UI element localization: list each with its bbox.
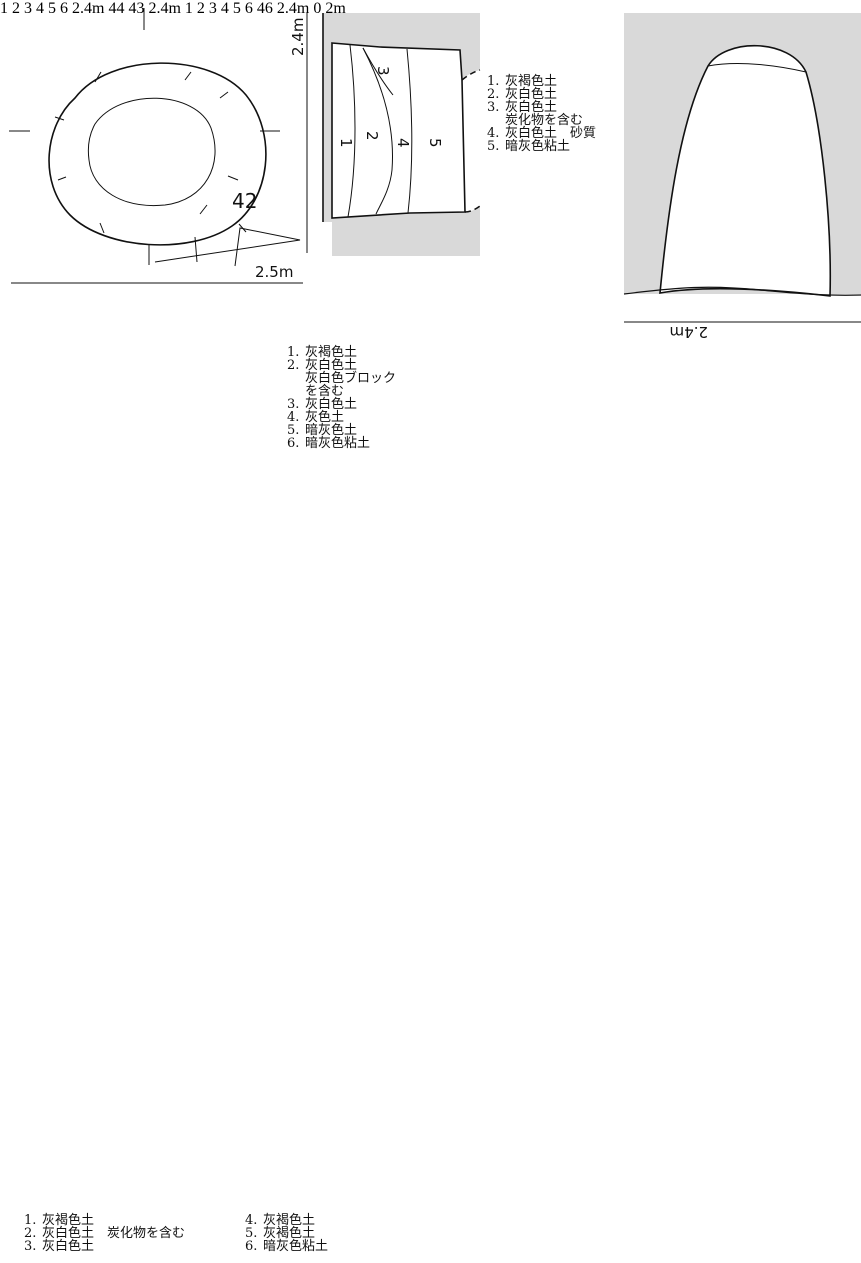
legend-item-number: 4.: [287, 410, 300, 425]
legend-item-number: 2.: [24, 1226, 37, 1241]
feature-43-number: 43: [128, 0, 145, 17]
legend-item-text: 灰褐色土: [263, 1213, 316, 1228]
legend-item: 2. 灰白色土 炭化物を含む: [24, 1227, 185, 1240]
feature-43-layer-1: 1: [184, 0, 193, 17]
feature-42-plan-scale: 2.5m: [255, 263, 293, 281]
legend-item-text: 灰褐色土: [42, 1213, 95, 1228]
legend-item-text: 灰褐色土: [263, 1226, 316, 1241]
legend-item-number: 3.: [24, 1239, 37, 1254]
legend-item-text: 暗灰色土: [305, 423, 358, 438]
legend-item-text: 灰褐色土: [505, 74, 558, 89]
feature-42-section-scale: 2.4m: [289, 18, 307, 56]
legend-item-number: 6.: [287, 436, 300, 451]
feature-44-layer-6: 6: [60, 0, 68, 17]
legend-item-number: 5.: [245, 1226, 258, 1241]
legend-item-number: 1.: [24, 1213, 37, 1228]
legend-item-text: 暗灰色粘土: [505, 139, 571, 154]
feature-44-section: 1 2 3 4 5 6 2.4m: [0, 0, 108, 17]
legend-item-text: 灰白色土: [305, 397, 358, 412]
legend-item: 3. 灰白色土: [487, 101, 596, 114]
legend-item: 1. 灰褐色土: [487, 75, 596, 88]
feature-43-layer-2: 2: [196, 0, 205, 17]
legend-item-number: 5.: [287, 423, 300, 438]
legend-item: 3. 灰白色土: [24, 1240, 185, 1253]
feature-44-layer-3: 3: [24, 0, 32, 17]
feature-43-layer-5: 5: [232, 0, 241, 17]
scale-bar: 0 2m: [313, 0, 345, 17]
feature-44-layer-2: 2: [12, 0, 20, 17]
legend-item-text: 灰褐色土: [305, 345, 358, 360]
legend-item-number: 2.: [487, 87, 500, 102]
feature-42-plan: [9, 8, 301, 267]
legend-item-number: 6.: [245, 1239, 258, 1254]
legend-item-number: 1.: [487, 74, 500, 89]
feature-43-layer-6: 6: [244, 0, 253, 17]
legend-item-text: 炭化物を含む: [505, 113, 584, 128]
legend-item: 1. 灰褐色土: [24, 1214, 185, 1227]
feature-42-section: 1 2 3 4 5 2.4m: [289, 13, 481, 256]
legend-item-text: 暗灰色粘土: [305, 436, 371, 451]
legend-item-text: 灰白色土: [305, 358, 358, 373]
feature-43-section: 2.4m 1 2 3 4 5 6: [148, 0, 256, 17]
feature-43-layer-3: 3: [208, 0, 217, 17]
legend-item-number: 3.: [287, 397, 300, 412]
legend-item: 4. 灰褐色土: [245, 1214, 328, 1227]
feature-43-legend-right: 4. 灰褐色土 5. 灰褐色土 6. 暗灰色粘土: [245, 1214, 328, 1253]
feature-44-layer-5: 5: [48, 0, 56, 17]
legend-item-text: 灰白色土 炭化物を含む: [42, 1226, 186, 1241]
feature-42-layer-5: 5: [426, 138, 444, 148]
legend-item-text: 灰白色ブロック: [305, 371, 397, 386]
legend-item: 2. 灰白色土: [487, 88, 596, 101]
legend-item: 2. 灰白色土: [287, 359, 396, 372]
feature-44-layer-4: 4: [36, 0, 44, 17]
legend-item-text: 灰色土: [305, 410, 345, 425]
legend-item-number: 5.: [487, 139, 500, 154]
feature-42-layer-4: 4: [394, 138, 412, 148]
feature-44-layer-1: 1: [0, 0, 8, 17]
legend-item-number: 4.: [487, 126, 500, 141]
feature-42-profile: 2.4m: [623, 13, 861, 341]
legend-item: 1. 灰褐色土: [287, 346, 396, 359]
legend-item: 5. 灰褐色土: [245, 1227, 328, 1240]
feature-44-number: 44: [108, 0, 125, 17]
legend-item-number: 2.: [287, 358, 300, 373]
scale-bar-start-label: 0: [313, 0, 322, 17]
legend-item-number: 1.: [287, 345, 300, 360]
legend-item-text: 灰白色土: [505, 100, 558, 115]
legend-item: 炭化物を含む: [487, 114, 596, 127]
feature-43-layer-4: 4: [220, 0, 229, 17]
legend-item: 3. 灰白色土: [287, 398, 396, 411]
legend-item: 6. 暗灰色粘土: [245, 1240, 328, 1253]
legend-item-text: 灰白色土: [42, 1239, 95, 1254]
legend-item-text: 灰白色土 砂質: [505, 126, 597, 141]
legend-item-text: を含む: [305, 384, 345, 399]
feature-44-section-scale: 2.4m: [72, 0, 105, 17]
feature-43-section-scale: 2.4m: [148, 0, 181, 17]
legend-item: 灰白色ブロック: [287, 372, 396, 385]
legend-item: 6. 暗灰色粘土: [287, 437, 396, 450]
feature-46-number: 46: [256, 0, 273, 17]
legend-item-number: 4.: [245, 1213, 258, 1228]
legend-item: 5. 暗灰色土: [287, 424, 396, 437]
legend-item: を含む: [287, 385, 396, 398]
legend-item: 5. 暗灰色粘土: [487, 140, 596, 153]
legend-item-text: 灰白色土: [505, 87, 558, 102]
legend-item-text: 暗灰色粘土: [263, 1239, 329, 1254]
feature-43-legend-left: 1. 灰褐色土 2. 灰白色土 炭化物を含む 3. 灰白色土: [24, 1214, 185, 1253]
feature-42-profile-scale: 2.4m: [670, 323, 708, 341]
legend-item-number: 3.: [487, 100, 500, 115]
feature-42-layer-1: 1: [337, 138, 355, 148]
legend-item: 4. 灰色土: [287, 411, 396, 424]
legend-item: 4. 灰白色土 砂質: [487, 127, 596, 140]
feature-42-layer-3: 3: [374, 66, 392, 76]
scale-bar-end-label: 2m: [325, 0, 346, 17]
feature-42-number: 42: [232, 189, 257, 213]
feature-46-section: 2.4m: [277, 0, 313, 17]
feature-46-section-scale: 2.4m: [276, 0, 310, 17]
feature-42-layer-2: 2: [363, 131, 381, 141]
